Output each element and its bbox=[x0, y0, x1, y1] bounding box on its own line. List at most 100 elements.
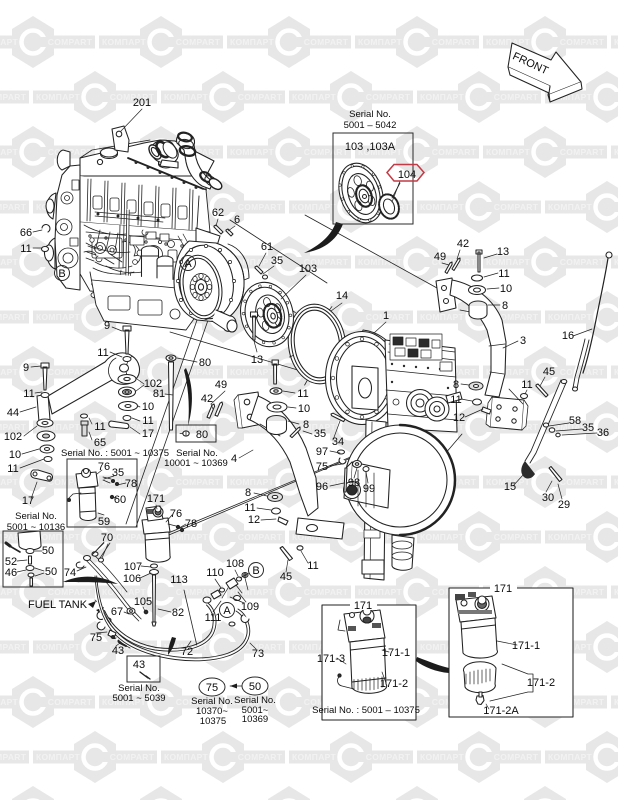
svg-text:70: 70 bbox=[101, 532, 113, 544]
svg-text:113: 113 bbox=[170, 574, 188, 586]
svg-text:11: 11 bbox=[450, 394, 461, 406]
svg-text:11: 11 bbox=[97, 347, 108, 359]
svg-text:6: 6 bbox=[234, 214, 240, 226]
svg-text:75: 75 bbox=[206, 682, 218, 694]
svg-text:42: 42 bbox=[457, 238, 469, 250]
svg-text:B: B bbox=[58, 268, 65, 280]
svg-text:12: 12 bbox=[453, 412, 465, 424]
svg-text:105: 105 bbox=[134, 596, 152, 608]
svg-text:80: 80 bbox=[199, 357, 211, 369]
svg-text:61: 61 bbox=[261, 241, 273, 253]
svg-text:FUEL TANK: FUEL TANK bbox=[28, 599, 88, 611]
svg-text:103 ,103A: 103 ,103A bbox=[345, 141, 396, 153]
svg-text:11: 11 bbox=[7, 463, 18, 475]
svg-text:110: 110 bbox=[206, 567, 224, 579]
svg-text:50: 50 bbox=[45, 566, 57, 578]
svg-text:10: 10 bbox=[298, 403, 310, 415]
svg-text:B: B bbox=[252, 565, 259, 577]
svg-text:35: 35 bbox=[582, 422, 594, 434]
svg-text:62: 62 bbox=[212, 207, 224, 219]
svg-text:A: A bbox=[184, 258, 192, 270]
svg-text:108: 108 bbox=[226, 558, 244, 570]
svg-text:78: 78 bbox=[125, 478, 137, 490]
svg-text:9: 9 bbox=[104, 320, 110, 332]
svg-text:9: 9 bbox=[23, 362, 29, 374]
svg-text:171-1: 171-1 bbox=[382, 647, 410, 659]
svg-text:60: 60 bbox=[114, 494, 126, 506]
svg-text:Serial No.: Serial No. bbox=[118, 683, 160, 694]
svg-text:171-2: 171-2 bbox=[380, 678, 408, 690]
svg-text:14: 14 bbox=[336, 290, 348, 302]
svg-text:5001~: 5001~ bbox=[242, 705, 269, 716]
svg-text:12: 12 bbox=[248, 514, 260, 526]
svg-text:106: 106 bbox=[123, 573, 141, 585]
svg-text:15: 15 bbox=[504, 481, 516, 493]
svg-text:A: A bbox=[223, 605, 231, 617]
svg-text:45: 45 bbox=[543, 366, 555, 378]
svg-text:109: 109 bbox=[241, 601, 259, 613]
svg-text:35: 35 bbox=[271, 255, 283, 267]
svg-text:50: 50 bbox=[249, 681, 261, 693]
svg-text:8: 8 bbox=[453, 379, 459, 391]
svg-text:111: 111 bbox=[205, 612, 222, 624]
svg-text:11: 11 bbox=[307, 560, 318, 572]
svg-text:11: 11 bbox=[20, 243, 31, 255]
svg-text:58: 58 bbox=[569, 415, 581, 427]
svg-text:97: 97 bbox=[316, 446, 328, 458]
svg-text:Serial No.: Serial No. bbox=[176, 448, 218, 459]
svg-text:5001 ~ 10136: 5001 ~ 10136 bbox=[7, 522, 65, 533]
svg-text:201: 201 bbox=[133, 97, 151, 109]
svg-text:52: 52 bbox=[5, 556, 17, 568]
svg-text:4: 4 bbox=[231, 453, 237, 465]
svg-text:8: 8 bbox=[502, 300, 508, 312]
svg-text:30: 30 bbox=[542, 492, 554, 504]
svg-text:72: 72 bbox=[181, 646, 193, 658]
svg-text:50: 50 bbox=[42, 545, 54, 557]
svg-text:8: 8 bbox=[245, 487, 251, 499]
svg-text:75: 75 bbox=[90, 632, 102, 644]
svg-text:171: 171 bbox=[494, 583, 512, 595]
svg-text:42: 42 bbox=[201, 393, 213, 405]
svg-text:49: 49 bbox=[434, 251, 446, 263]
svg-text:96: 96 bbox=[316, 481, 328, 493]
svg-text:Serial No. : 5001 – 10375: Serial No. : 5001 – 10375 bbox=[312, 705, 420, 716]
svg-text:10375: 10375 bbox=[200, 716, 226, 727]
svg-text:17: 17 bbox=[142, 428, 154, 440]
svg-text:80: 80 bbox=[196, 429, 208, 441]
svg-text:Serial No. : 5001 ~ 10375: Serial No. : 5001 ~ 10375 bbox=[61, 448, 169, 459]
svg-text:81: 81 bbox=[153, 388, 165, 400]
svg-text:59: 59 bbox=[98, 516, 110, 528]
svg-text:10: 10 bbox=[9, 449, 21, 461]
svg-text:74: 74 bbox=[64, 567, 76, 579]
svg-text:65: 65 bbox=[94, 437, 106, 449]
svg-text:171: 171 bbox=[147, 493, 165, 505]
svg-text:98: 98 bbox=[348, 477, 360, 489]
svg-text:82: 82 bbox=[172, 607, 184, 619]
svg-text:171: 171 bbox=[354, 600, 372, 612]
svg-text:102: 102 bbox=[4, 431, 22, 443]
svg-text:13: 13 bbox=[497, 246, 509, 258]
svg-text:10370~: 10370~ bbox=[196, 706, 228, 717]
svg-text:45: 45 bbox=[280, 571, 292, 583]
svg-text:10369: 10369 bbox=[242, 714, 268, 725]
svg-text:11: 11 bbox=[23, 388, 34, 400]
svg-text:76: 76 bbox=[98, 461, 110, 473]
svg-text:1: 1 bbox=[383, 310, 389, 322]
svg-text:10: 10 bbox=[142, 401, 154, 413]
svg-text:102: 102 bbox=[144, 378, 162, 390]
svg-text:11: 11 bbox=[94, 421, 105, 433]
svg-text:16: 16 bbox=[562, 330, 574, 342]
svg-text:11: 11 bbox=[521, 379, 532, 391]
svg-text:Serial No.: Serial No. bbox=[349, 109, 391, 120]
svg-text:11: 11 bbox=[142, 415, 153, 427]
svg-text:43: 43 bbox=[112, 645, 124, 657]
svg-text:171-1: 171-1 bbox=[512, 640, 540, 652]
svg-text:11: 11 bbox=[244, 502, 255, 514]
svg-text:103: 103 bbox=[299, 263, 317, 275]
svg-text:3: 3 bbox=[520, 335, 526, 347]
svg-text:75: 75 bbox=[316, 461, 328, 473]
svg-text:10001 ~ 10369: 10001 ~ 10369 bbox=[164, 458, 228, 469]
svg-text:171-2A: 171-2A bbox=[483, 705, 519, 717]
svg-text:Serial No.: Serial No. bbox=[191, 696, 233, 707]
svg-text:11: 11 bbox=[498, 268, 509, 280]
